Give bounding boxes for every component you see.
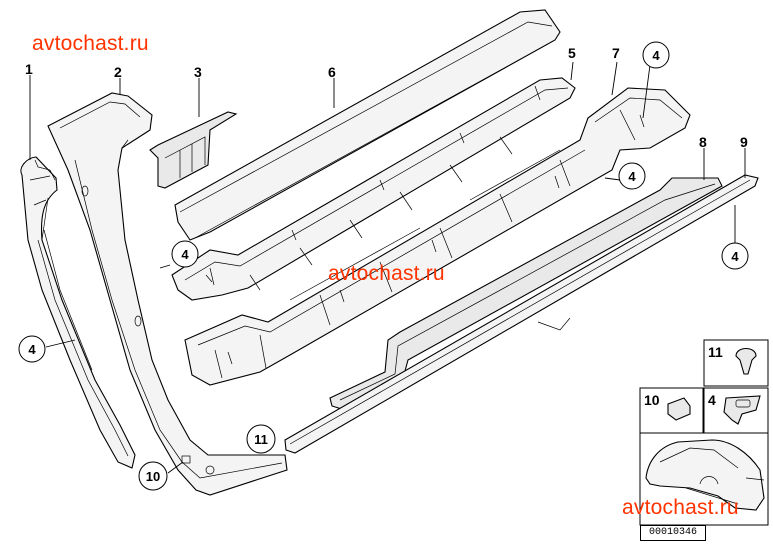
legend-car-location [639,432,769,526]
svg-text:4: 4 [181,247,189,262]
label-part-9: 9 [740,134,748,150]
label-part-5: 5 [568,45,576,61]
svg-text:10: 10 [644,392,660,408]
plug-icon [667,397,691,421]
part-3-bracket [149,78,238,189]
callout-4-mid-left: 4 [171,240,199,268]
svg-text:4: 4 [652,48,660,63]
part-6-upper-moulding [174,9,561,241]
callout-4-top: 4 [642,41,670,69]
callout-10: 10 [138,461,168,491]
label-part-6: 6 [328,64,336,80]
legend-item-10: 10 [639,387,704,434]
svg-text:11: 11 [254,432,268,447]
callout-4-mid-right: 4 [618,162,646,190]
svg-text:4: 4 [731,249,739,264]
part-1-pillar-strip [20,75,136,469]
svg-text:11: 11 [708,344,723,360]
grommet-icon [723,395,761,425]
label-part-2: 2 [114,64,122,80]
part-7-main-sill-panel [184,61,691,386]
diagram-code: 00010346 [640,525,706,541]
leader-4-top [642,64,651,119]
legend-item-11: 11 [703,339,769,387]
svg-text:10: 10 [146,469,160,484]
watermark-center: avtochast.ru [328,262,445,285]
legend-item-4: 4 [703,387,769,434]
svg-text:4: 4 [628,169,636,184]
label-part-1: 1 [25,61,33,77]
clip-icon [735,347,757,375]
label-part-3: 3 [194,64,202,80]
leader-4-midleft [159,264,171,269]
car-silhouette-icon [645,439,765,511]
callout-4-right: 4 [721,242,749,270]
label-part-7: 7 [612,45,620,61]
watermark-bottom-right: avtochast.ru [622,496,739,519]
leader-4-midright [604,177,621,181]
svg-text:4: 4 [708,392,716,408]
leader-4-left [45,339,76,348]
part-5-upper-sill-panel [171,61,576,301]
leader-10 [167,461,184,474]
callout-11: 11 [246,424,276,454]
part-2-pillar-trim [47,78,288,496]
part-9-rocker-strip [284,148,759,454]
svg-text:4: 4 [28,342,36,357]
label-part-8: 8 [699,134,707,150]
watermark-top-left: avtochast.ru [32,32,149,55]
callout-4-left: 4 [18,335,46,363]
